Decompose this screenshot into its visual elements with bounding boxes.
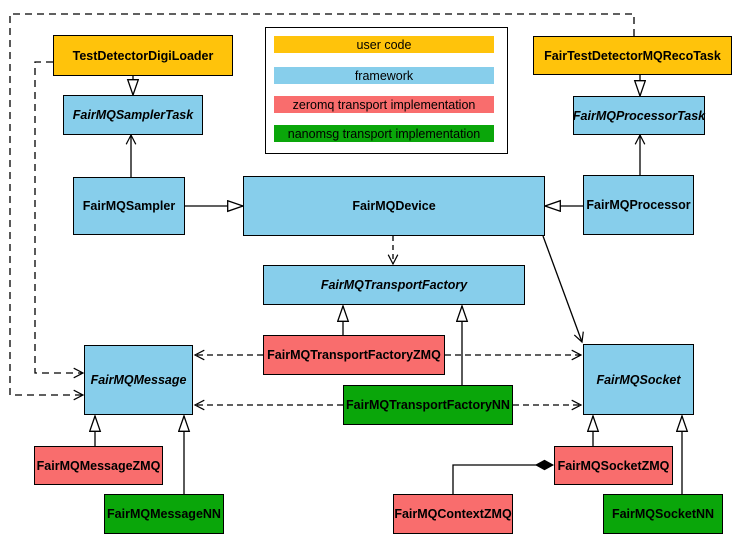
node-fairmq-socket-zmq: FairMQSocketZMQ [554,446,673,485]
edge-recotask-message [9,13,635,401]
legend-nanomsg: nanomsg transport implementation [274,125,494,142]
node-fairmq-transport-factory-nn: FairMQTransportFactoryNN [343,385,513,425]
edge-contextzmq-socketzmq [452,465,553,494]
node-fairmq-transport-factory: FairMQTransportFactory [263,265,525,305]
legend-zeromq: zeromq transport implementation [274,96,494,113]
node-test-detector-digi-loader: TestDetectorDigiLoader [53,35,233,76]
node-fairmq-processor: FairMQProcessor [583,175,694,235]
edge-digiloader-message [34,61,85,379]
node-fair-test-detector-mq-reco-task: FairTestDetectorMQRecoTask [533,36,732,75]
node-fairmq-socket: FairMQSocket [583,344,694,415]
legend-user-code: user code [274,36,494,53]
node-fairmq-socket-nn: FairMQSocketNN [603,494,723,534]
node-fairmq-sampler: FairMQSampler [73,177,185,235]
node-fairmq-processor-task: FairMQProcessorTask [573,96,705,135]
node-fairmq-message: FairMQMessage [84,345,193,415]
node-fairmq-context-zmq: FairMQContextZMQ [393,494,513,534]
node-fairmq-device: FairMQDevice [243,176,545,236]
node-fairmq-transport-factory-zmq: FairMQTransportFactoryZMQ [263,335,445,375]
node-fairmq-message-zmq: FairMQMessageZMQ [34,446,163,485]
legend-framework: framework [274,67,494,84]
node-fairmq-message-nn: FairMQMessageNN [104,494,224,534]
edge-device-socket [542,235,584,344]
node-fairmq-sampler-task: FairMQSamplerTask [63,95,203,135]
